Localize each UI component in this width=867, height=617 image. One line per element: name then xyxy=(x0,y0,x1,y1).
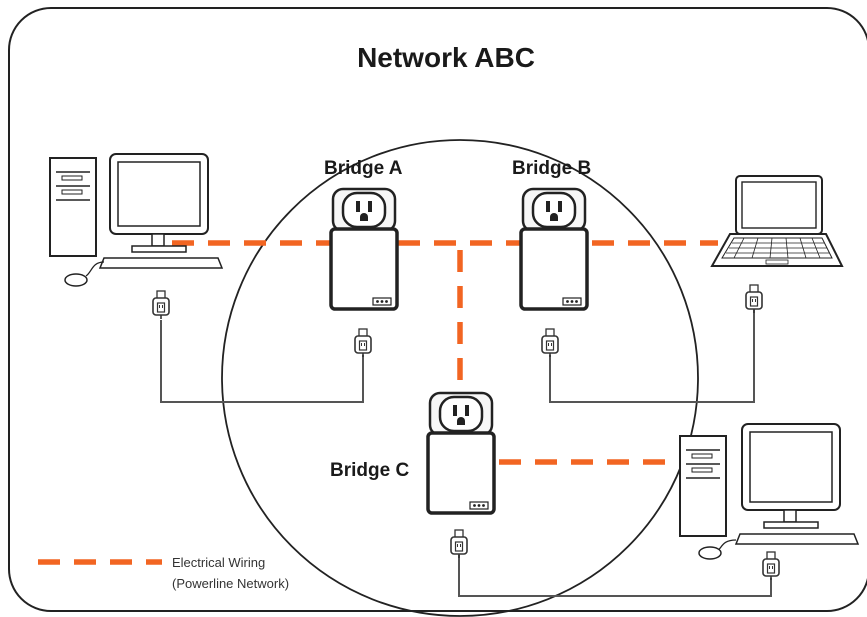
cable-bridge-c-to-desktop-right xyxy=(458,555,772,597)
legend-label-line2: (Powerline Network) xyxy=(172,576,289,591)
bridge-c-adapter xyxy=(426,391,496,515)
diagram-title: Network ABC xyxy=(357,42,535,73)
tower-icon xyxy=(49,157,97,257)
tower-icon xyxy=(679,435,727,537)
mouse-icon xyxy=(698,539,737,560)
ethernet-cables xyxy=(160,310,772,597)
keyboard-icon xyxy=(734,533,860,545)
plug-icon xyxy=(762,551,780,581)
mouse-icon xyxy=(64,261,105,287)
bridge-b-adapter xyxy=(519,187,589,311)
powerline-adapter-icon xyxy=(329,187,399,311)
desktop-computer-left xyxy=(49,153,224,287)
plug-icon xyxy=(354,328,372,358)
bridge-b-label: Bridge B xyxy=(512,158,591,179)
cable-bridge-b-to-laptop xyxy=(549,310,755,403)
legend-label-line1: Electrical Wiring xyxy=(172,555,265,570)
plug-icon xyxy=(541,328,559,358)
laptop-icon xyxy=(710,175,844,267)
bridge-a-label: Bridge A xyxy=(324,158,403,179)
electrical-wiring xyxy=(172,240,718,465)
bridge-c-label: Bridge C xyxy=(330,460,409,481)
desktop-computer-right xyxy=(679,423,860,560)
legend: Electrical Wiring (Powerline Network) xyxy=(38,555,289,591)
bridge-a-adapter xyxy=(329,187,399,311)
monitor-icon xyxy=(741,423,841,529)
laptop-right xyxy=(710,175,844,267)
powerline-adapter-icon xyxy=(426,391,496,515)
powerline-adapter-icon xyxy=(519,187,589,311)
powerline-zone-circle xyxy=(221,139,699,617)
monitor-icon xyxy=(109,153,209,253)
plug-icon xyxy=(450,529,468,559)
plug-icon xyxy=(152,290,170,320)
cable-desktop-left-to-bridge-a xyxy=(160,320,364,403)
keyboard-icon xyxy=(98,257,224,269)
network-frame xyxy=(8,7,867,612)
plug-icon xyxy=(745,284,763,314)
